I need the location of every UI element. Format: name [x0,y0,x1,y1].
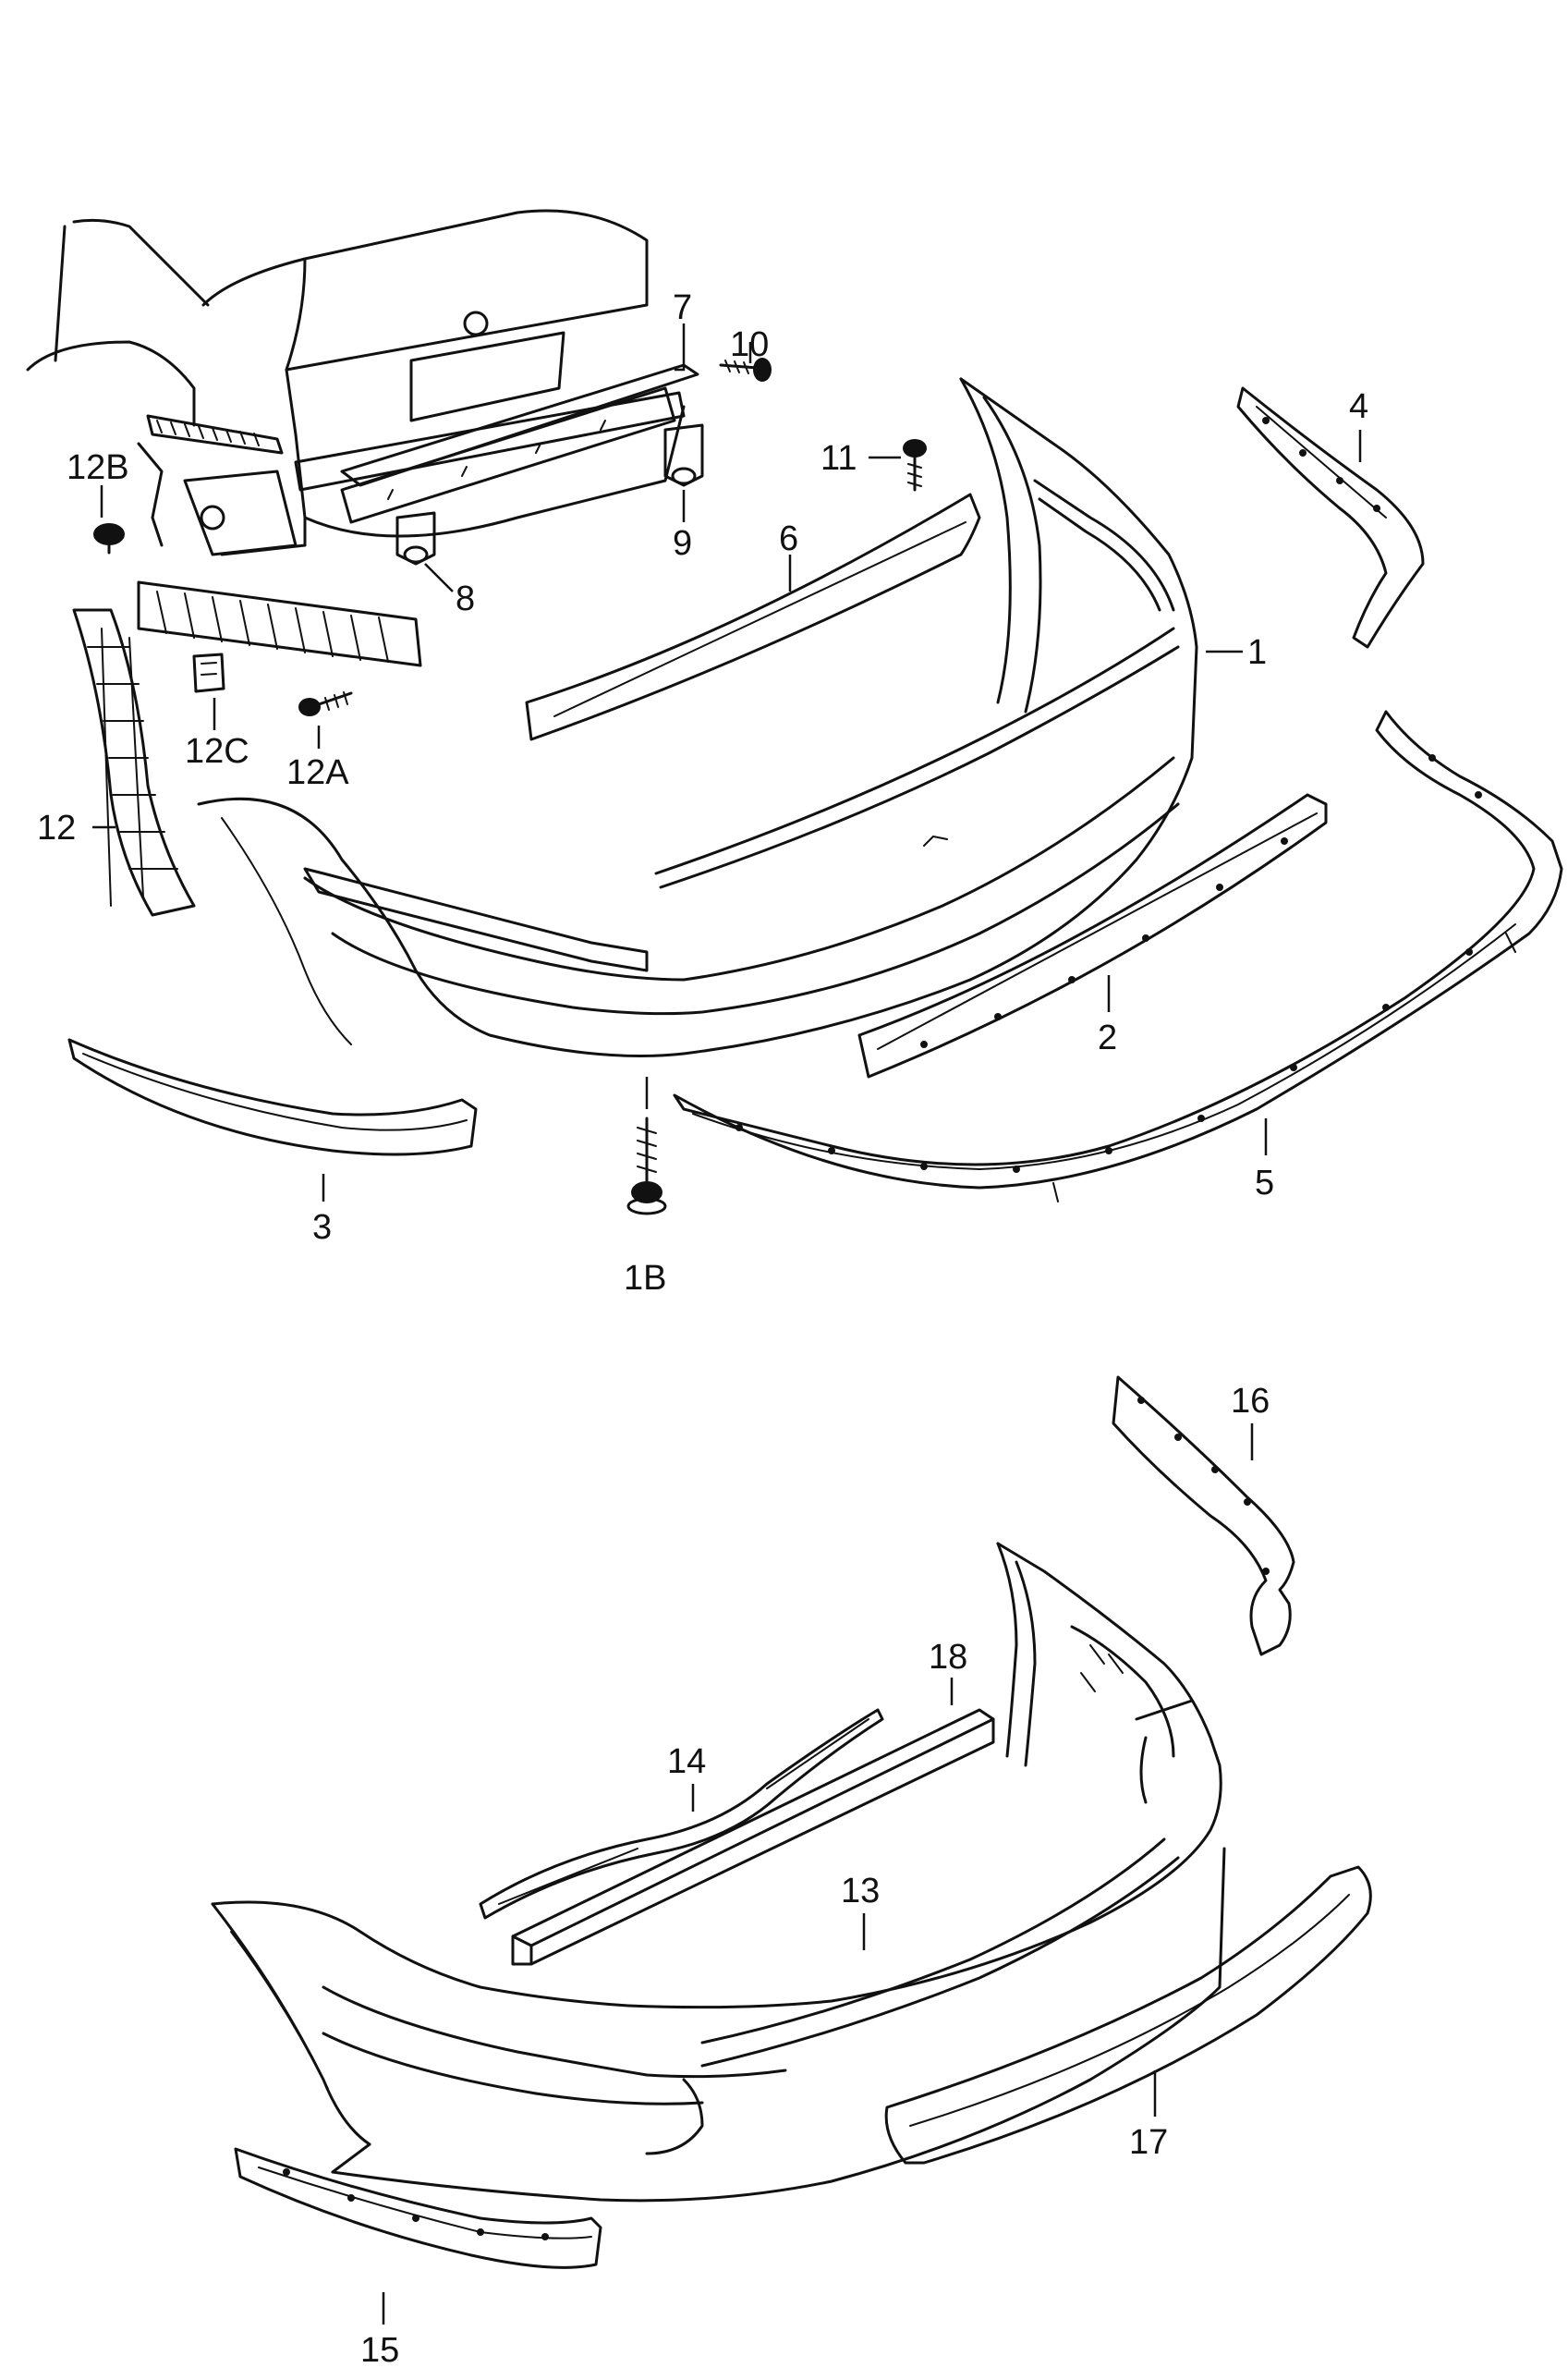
callout-1: 1 [1247,633,1267,672]
part-16-corner-trim [1112,1375,1295,1656]
callout-12a: 12A [286,753,349,792]
callout-3: 3 [312,1208,332,1247]
callout-13: 13 [841,1872,880,1910]
part-2-trim-strip [857,793,1328,1079]
part-15-corner-trim [234,2147,602,2269]
callout-10: 10 [730,325,769,364]
part-18-absorber [511,1708,995,1966]
part-11-screw [903,439,927,492]
part-12a-screw [298,691,353,716]
part-1-bumper-cover [197,377,1198,1057]
callout-4: 4 [1349,387,1368,426]
part-12-guide-rail [137,580,422,667]
part-17-lower-panel [884,1865,1372,2165]
callout-11: 11 [820,439,857,478]
callout-14: 14 [667,1742,706,1781]
part-5-spoiler-strip [673,710,1563,1202]
callout-6: 6 [779,519,798,558]
part-12c-clip [192,653,225,693]
part-7-carrier [340,363,699,524]
part-8-bracket [395,511,436,566]
callout-18: 18 [929,1638,967,1677]
callout-7: 7 [673,288,692,327]
leader-lines [92,323,1362,2325]
part-14-trim-strip [479,1708,884,1920]
part-12b-clip [93,523,125,555]
callout-9: 9 [673,524,692,563]
part-12-side-bracket [72,608,196,917]
part-10-bolt [719,358,772,382]
callout-5: 5 [1255,1164,1274,1202]
callout-labels: 1 1B 2 3 4 5 6 7 8 9 10 11 12 12A 12B 12… [37,288,1368,2370]
part-1b-screw [626,1117,667,1215]
callout-12: 12 [37,809,76,848]
callout-15: 15 [360,2331,399,2370]
part-6-trim-strip [525,493,981,741]
part-3-corner-strip [67,1038,478,1156]
callout-8: 8 [456,580,475,618]
callout-12b: 12B [67,448,129,487]
car-rear-body [26,209,686,556]
callout-1b: 1B [624,1259,666,1298]
part-9-bracket [663,423,704,487]
part-13-bumper-cover [211,1542,1226,2203]
callout-12c: 12C [185,732,249,771]
callout-2: 2 [1098,1019,1117,1057]
callout-16: 16 [1231,1382,1270,1421]
part-4-corner-strip [1236,386,1425,649]
callout-17: 17 [1129,2123,1168,2162]
